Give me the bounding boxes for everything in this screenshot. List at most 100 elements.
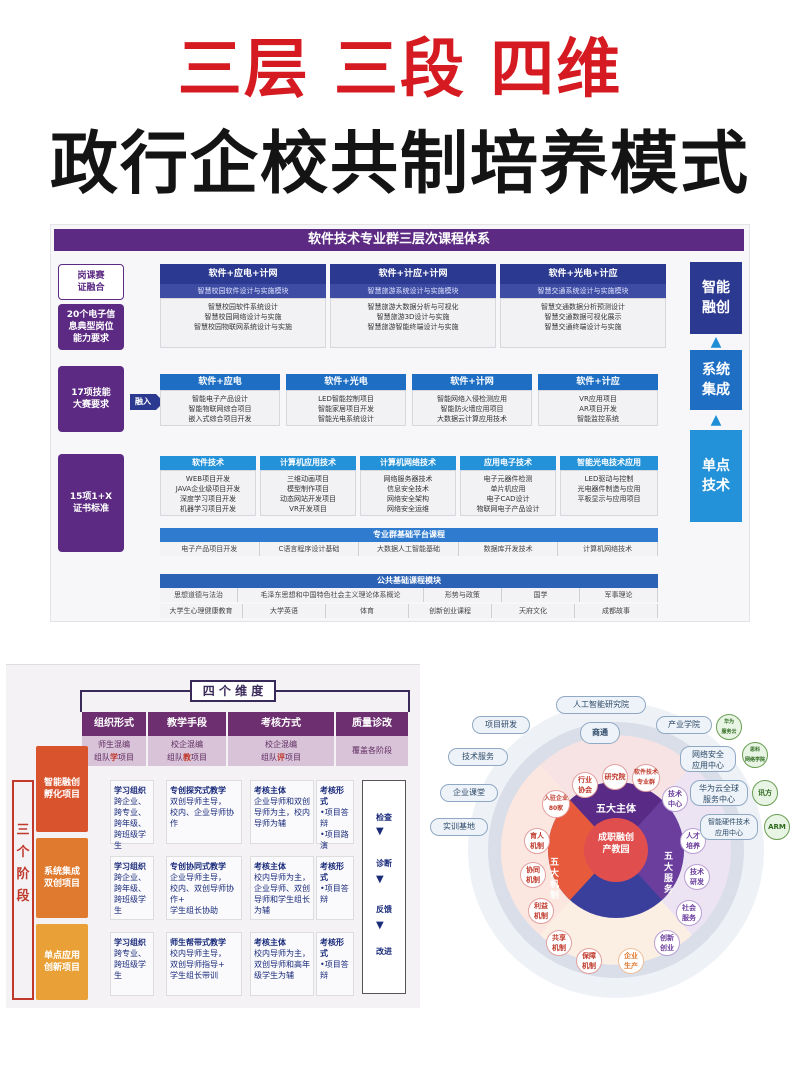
- down-arrow-icon: ▼: [376, 874, 384, 885]
- cell-key: 学习组织: [114, 786, 146, 795]
- layer3-card-5: 智能光电技术应用 LED驱动与控制 光电器件制造与应用 平板显示与应用项目: [560, 456, 658, 516]
- layer1-item: 智慧校园网络设计与实施: [204, 313, 282, 321]
- cell-text: 跨企业、 跨年级、 跨班级学生: [114, 873, 146, 915]
- layer3-card-2: 计算机应用技术 三维动画项目 模型制作项目 动态网站开发项目 VR开发项目: [260, 456, 356, 516]
- layer1-card-3: 软件+光电+计应 智慧交通系统设计与实施模块 智慧交通数据分析预测设计 智慧交通…: [500, 264, 666, 348]
- right-label-system: 系统 集成: [690, 350, 742, 410]
- cell-key: 师生帮带式教学: [170, 938, 226, 947]
- dimension-sub2-highlight: 教: [183, 753, 191, 762]
- layer1-title: 软件+计应+计网: [330, 264, 496, 284]
- dimension-sub2-pre: 组队: [261, 753, 277, 762]
- layer3-item: 电子CAD设计: [486, 495, 530, 503]
- public-item: 大学英语: [243, 604, 326, 618]
- dimension-sub2-pre: 组队: [94, 753, 110, 762]
- wheel-inner-top: 五大主体: [596, 804, 636, 815]
- platform-item: C语言程序设计基础: [259, 542, 360, 556]
- layer3-item: 动态网站开发项目: [280, 495, 336, 503]
- stages-label: 三 个 阶 段: [12, 780, 34, 1000]
- layer2-item: 智能网络入侵检测应用: [437, 395, 507, 403]
- layer1-card-2: 软件+计应+计网 智慧旅游系统设计与实施模块 智慧旅游大数据分析与可视化 智慧旅…: [330, 264, 496, 348]
- layer1-item: 智慧旅游智能终端设计与实施: [367, 323, 459, 331]
- left-label-contests: 17项技能 大赛要求: [58, 366, 124, 432]
- layer1-card-1: 软件+应电+计网 智慧校园软件设计与实施模块 智慧校园软件系统设计 智慧校园网络…: [160, 264, 326, 348]
- wheel-mechanism: 协同 机制: [520, 862, 546, 888]
- layer1-item: 智慧校园软件系统设计: [208, 303, 278, 311]
- platform-item: 大数据人工智能基础: [359, 542, 459, 556]
- flow-step-feedback: 反馈: [376, 905, 392, 914]
- wheel-mechanism: 育人 机制: [524, 828, 550, 854]
- wheel-service: 社会 服务: [676, 900, 702, 926]
- cell-text: 校内导师主导， 双创导师指导+ 学生组长带训: [170, 949, 226, 980]
- right-pill: 智能硬件技术 应用中心: [700, 814, 758, 840]
- cell-key: 考核形式: [320, 862, 344, 882]
- wheel-mechanism: 保障 机制: [576, 948, 602, 974]
- right-label-smart: 智能 融创: [690, 262, 742, 334]
- layer3-item: 单片机应用: [490, 485, 526, 493]
- layer1-item: 智慧交通数据可视化展示: [544, 313, 622, 321]
- dimension-sub2-post: 项目: [118, 753, 134, 762]
- cell-text: •项目答辩: [320, 884, 349, 904]
- down-arrow-icon: ▼: [376, 826, 384, 837]
- layer1-item: 智慧交通终端设计与实施: [544, 323, 622, 331]
- dimension-sub2-highlight: 学: [110, 753, 118, 762]
- cell-text: 校内导师为主， 企业导师、双创 导师和学生组长 为辅: [254, 873, 310, 915]
- layer1-item: 智慧旅游大数据分析与可视化: [367, 303, 459, 311]
- layer2-item: 智能防火墙应用项目: [440, 405, 504, 413]
- dimension-sub2-pre: 覆盖各阶段: [352, 746, 392, 755]
- stage1-teach: 专创探究式教学 双创导师主导， 校内、企业导师协作: [166, 780, 242, 844]
- cell-key: 考核形式: [320, 938, 344, 958]
- wheel-mechanism: 利益 机制: [528, 898, 554, 924]
- right-pill: 华为云全球 服务中心: [690, 780, 748, 806]
- left-label-jobs: 20个电子信 息典型岗位 能力要求: [58, 304, 124, 350]
- partner-badge: 讯方: [752, 780, 778, 806]
- title-line-1: 三层 三段 四维: [177, 33, 623, 107]
- layer3-item: 网络安全架构: [387, 495, 429, 503]
- dimension-col-sub: 校企混编 组队教项目: [148, 736, 226, 766]
- wheel-top-pill: 人工智能研究院: [556, 696, 646, 714]
- dimension-sub2-post: 项目: [285, 753, 301, 762]
- left-label-integration: 岗课赛 证融合: [58, 264, 124, 300]
- stage2-teach: 专创协同式教学 企业导师主导， 校内、双创导师协作+ 学生组长协助: [166, 856, 242, 920]
- layer3-title: 智能光电技术应用: [560, 456, 658, 470]
- layer1-title: 软件+应电+计网: [160, 264, 326, 284]
- layer2-title: 软件+计网: [412, 374, 532, 390]
- layer3-title: 应用电子技术: [460, 456, 556, 470]
- stage3-form: 考核形式 •项目答辩: [316, 932, 354, 996]
- flow-step-improve: 改进: [376, 947, 392, 956]
- wheel-service: 技术 研发: [684, 864, 710, 890]
- layer3-title: 计算机网络技术: [360, 456, 456, 470]
- layer3-item: 模型制作项目: [287, 485, 329, 493]
- public-block: 公共基础课程模块 思想道德与法治 毛泽东思想和中国特色社会主义理论体系概论 形势…: [160, 574, 658, 618]
- layer3-item: 网络服务器技术: [383, 475, 433, 483]
- platform-item: 计算机网络技术: [558, 542, 658, 556]
- layer1-item: 智慧交通数据分析预测设计: [541, 303, 625, 311]
- layer3-item: JAVA企业级项目开发: [175, 485, 241, 493]
- layer1-title: 软件+光电+计应: [500, 264, 666, 284]
- dimension-sub2-highlight: 评: [277, 753, 285, 762]
- cell-text: 企业导师主导， 校内、双创导师协作+ 学生组长协助: [170, 873, 234, 915]
- public-item: 创新创业课程: [409, 604, 492, 618]
- layer3-item: 电子元器件检测: [483, 475, 533, 483]
- layer2-item: 嵌入式综合项目开发: [188, 415, 252, 423]
- stage1-org: 学习组织 跨企业、 跨专业、 跨年级、 跨班级学生: [110, 780, 154, 850]
- cell-text: 跨企业、 跨专业、 跨年级、 跨班级学生: [114, 797, 146, 850]
- public-item: 天府文化: [492, 604, 575, 618]
- layer1-sub: 智慧旅游系统设计与实施模块: [330, 284, 496, 298]
- stage1-form: 考核形式 •项目答辩 •项目路演: [316, 780, 354, 850]
- layer3-item: WEB项目开发: [185, 475, 231, 483]
- stage-label: 智能融创 孵化项目: [36, 746, 88, 832]
- wheel-subject: 软件技术 专业群: [632, 764, 660, 792]
- public-item: 大学生心理健康教育: [160, 604, 243, 618]
- layer2-item: 智能电子产品设计: [192, 395, 248, 403]
- quality-flow-frame: [362, 780, 406, 994]
- layer2-item: 智能光电系统设计: [318, 415, 374, 423]
- dimension-col-header: 质量诊改: [336, 712, 408, 736]
- public-item: 形势与政策: [423, 588, 502, 602]
- layer2-title: 软件+应电: [160, 374, 280, 390]
- dimension-sub2-post: 项目: [191, 753, 207, 762]
- layer2-item: 大数据云计算应用技术: [437, 415, 507, 423]
- stage3-eval: 考核主体 校内导师为主， 双创导师和高年 级学生为辅: [250, 932, 314, 996]
- input-arrow: 融入: [130, 394, 156, 410]
- layer2-item: AR项目开发: [579, 405, 617, 413]
- layer3-title: 计算机应用技术: [260, 456, 356, 470]
